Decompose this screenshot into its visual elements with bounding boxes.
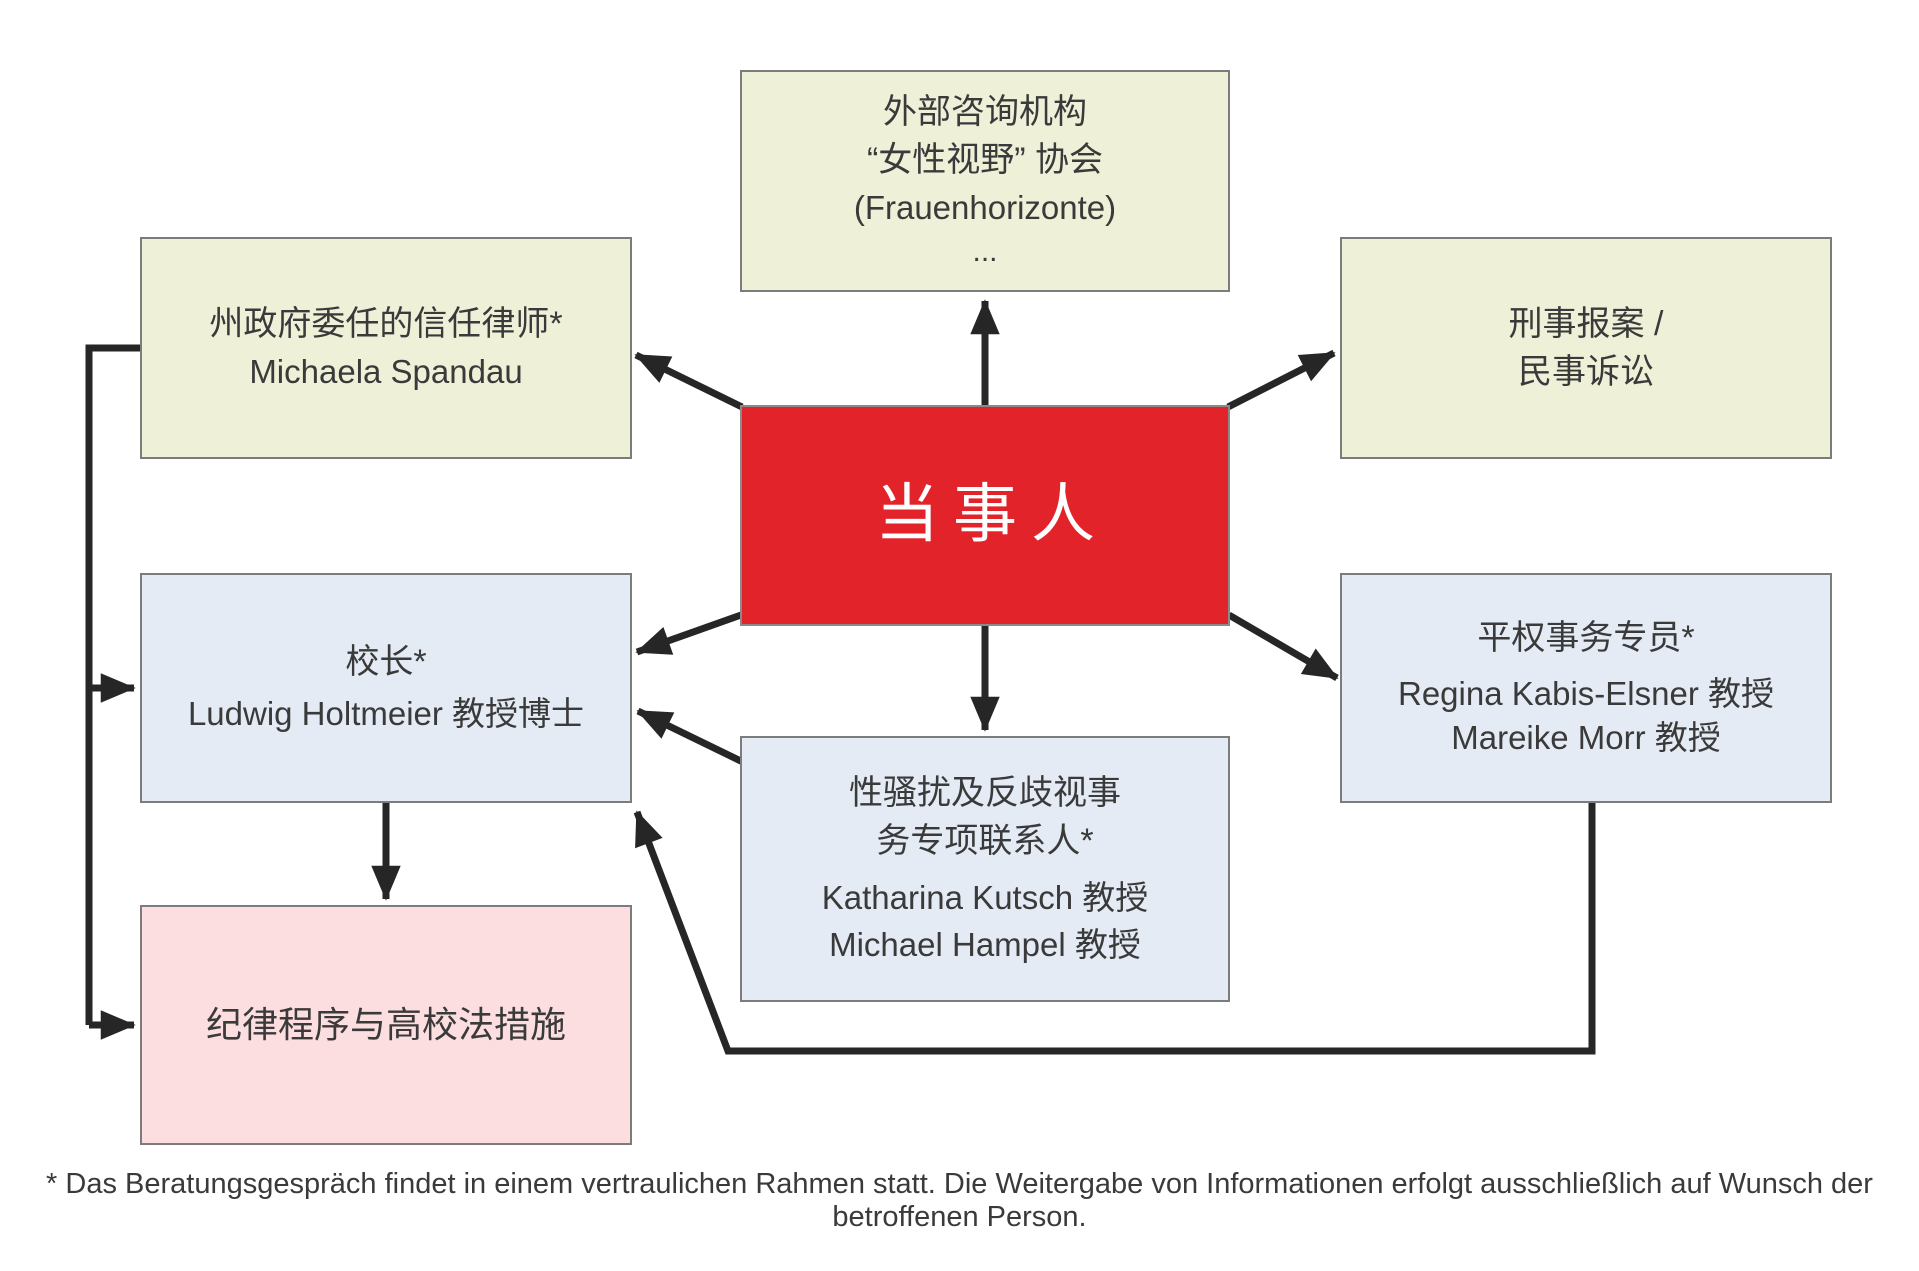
node-external-counseling: 外部咨询机构 “女性视野” 协会 (Frauenhorizonte) ... <box>740 70 1230 292</box>
footnote: * Das Beratungsgespräch findet in einem … <box>46 1168 1873 1233</box>
arrow-client-to-criminal-civil <box>1226 349 1336 411</box>
arrow-client-to-equal-opportunity <box>1227 611 1339 682</box>
node-line: 民事诉讼 <box>1518 353 1654 391</box>
node-contact-persons: 性骚扰及反歧视事 务专项联系人* Katharina Kutsch 教授 Mic… <box>740 736 1230 1002</box>
node-line: “女性视野” 协会 <box>866 141 1104 180</box>
arrow-client-to-trust-lawyer <box>634 351 744 411</box>
node-line: Regina Kabis-Elsner 教授 <box>1398 674 1774 712</box>
node-disciplinary: 纪律程序与高校法措施 <box>140 905 632 1145</box>
node-criminal-civil: 刑事报案 / 民事诉讼 <box>1340 237 1832 459</box>
node-line: ... <box>972 235 998 269</box>
node-line: 州政府委任的信任律师* <box>209 305 563 344</box>
node-line: 平权事务专员* <box>1477 619 1695 657</box>
arrow-contact-persons-to-rector <box>636 707 751 769</box>
node-line: (Frauenhorizonte) <box>853 188 1117 226</box>
arrow-client-to-rector <box>635 611 743 656</box>
node-line: Michael Hampel 教授 <box>829 925 1141 963</box>
node-line: 性骚扰及反歧视事 <box>849 774 1121 813</box>
node-line: 校长* <box>345 643 427 682</box>
client-label: 当事人 <box>875 479 1109 551</box>
arrow-equal-opportunity-to-rector <box>633 803 1596 1055</box>
node-line: 外部咨询机构 <box>883 93 1087 131</box>
node-line: 刑事报案 / <box>1508 304 1664 343</box>
node-line: Michaela Spandau <box>249 352 523 390</box>
node-line: 纪律程序与高校法措施 <box>205 1004 566 1046</box>
node-equal-opportunity: 平权事务专员* Regina Kabis-Elsner 教授 Mareike M… <box>1340 573 1832 803</box>
node-line: Mareike Morr 教授 <box>1451 718 1721 756</box>
node-line: Ludwig Holtmeier 教授博士 <box>187 694 585 732</box>
node-line: 务专项联系人* <box>876 821 1094 860</box>
node-line: Katharina Kutsch 教授 <box>821 879 1149 917</box>
connector-trust-lawyer-branch <box>85 344 140 1025</box>
node-trust-lawyer: 州政府委任的信任律师* Michaela Spandau <box>140 237 632 459</box>
node-client: 当事人 <box>740 405 1230 626</box>
node-rector: 校长* Ludwig Holtmeier 教授博士 <box>140 573 632 803</box>
